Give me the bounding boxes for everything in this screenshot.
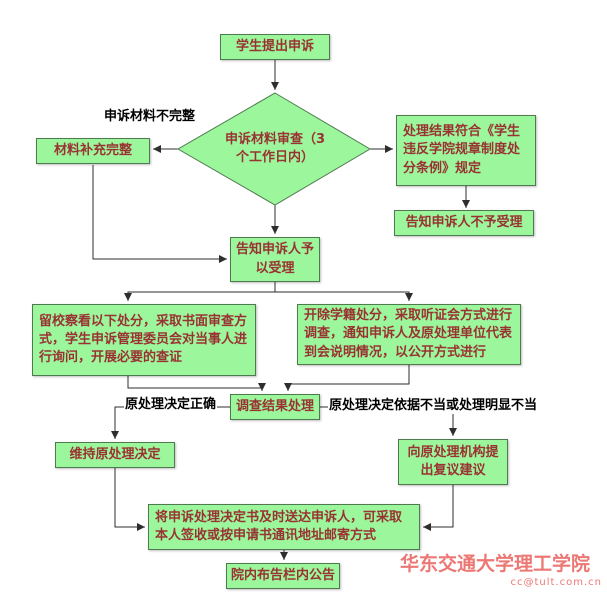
- node-conform: 处理结果符合《学生违反学院规章制度处分条例》规定: [396, 115, 536, 186]
- edge-label-incomplete: 申诉材料不完整: [103, 109, 197, 125]
- node-accept: 告知申诉人予以受理: [230, 237, 320, 282]
- node-written-review: 留校察看以下处分，采取书面审查方式，学生申诉管理委员会对当事人进行询问，开展必要…: [32, 304, 256, 376]
- node-start: 学生提出申诉: [220, 34, 330, 60]
- node-result: 调查结果处理: [230, 394, 320, 420]
- node-hearing: 开除学籍处分，采取听证会方式进行调查，通知申诉人及原处理单位代表到会说明情况，以…: [297, 304, 521, 365]
- node-announce: 院内布告栏内公告: [226, 563, 340, 589]
- node-reject: 告知申诉人不予受理: [394, 210, 534, 236]
- edge-maintain-deliver: [114, 468, 145, 531]
- node-reconsider: 向原处理机构提出复议建议: [398, 439, 508, 485]
- node-review-decision: 申诉材料审查（3个工作日内）: [224, 131, 326, 165]
- edge-accept-hearing: [275, 291, 413, 301]
- edge-hearing-result: [284, 364, 410, 391]
- watermark-school-name: 华东交通大学理工学院: [400, 553, 591, 575]
- edge-written-review-result: [127, 376, 266, 391]
- edge-supplement-accept: [92, 165, 227, 263]
- node-deliver: 将申诉处理决定书及时送达申诉人，可采取本人签收或按申请书通讯地址邮寄方式: [148, 504, 420, 550]
- edge-label-improper: 原处理决定依据不当或处理明显不当: [328, 398, 539, 414]
- watermark: 华东交通大学理工学院 cc@tult.com.cn: [400, 549, 602, 588]
- node-maintain: 维持原处理决定: [55, 442, 175, 468]
- decision-diamond-shape: [176, 92, 371, 206]
- edge-accept-written-review: [124, 282, 276, 301]
- edge-reconsider-deliver: [423, 485, 454, 531]
- edge-label-correct: 原处理决定正确: [124, 397, 218, 413]
- watermark-contact: cc@tult.com.cn: [510, 577, 602, 588]
- node-supplement: 材料补充完整: [36, 138, 150, 164]
